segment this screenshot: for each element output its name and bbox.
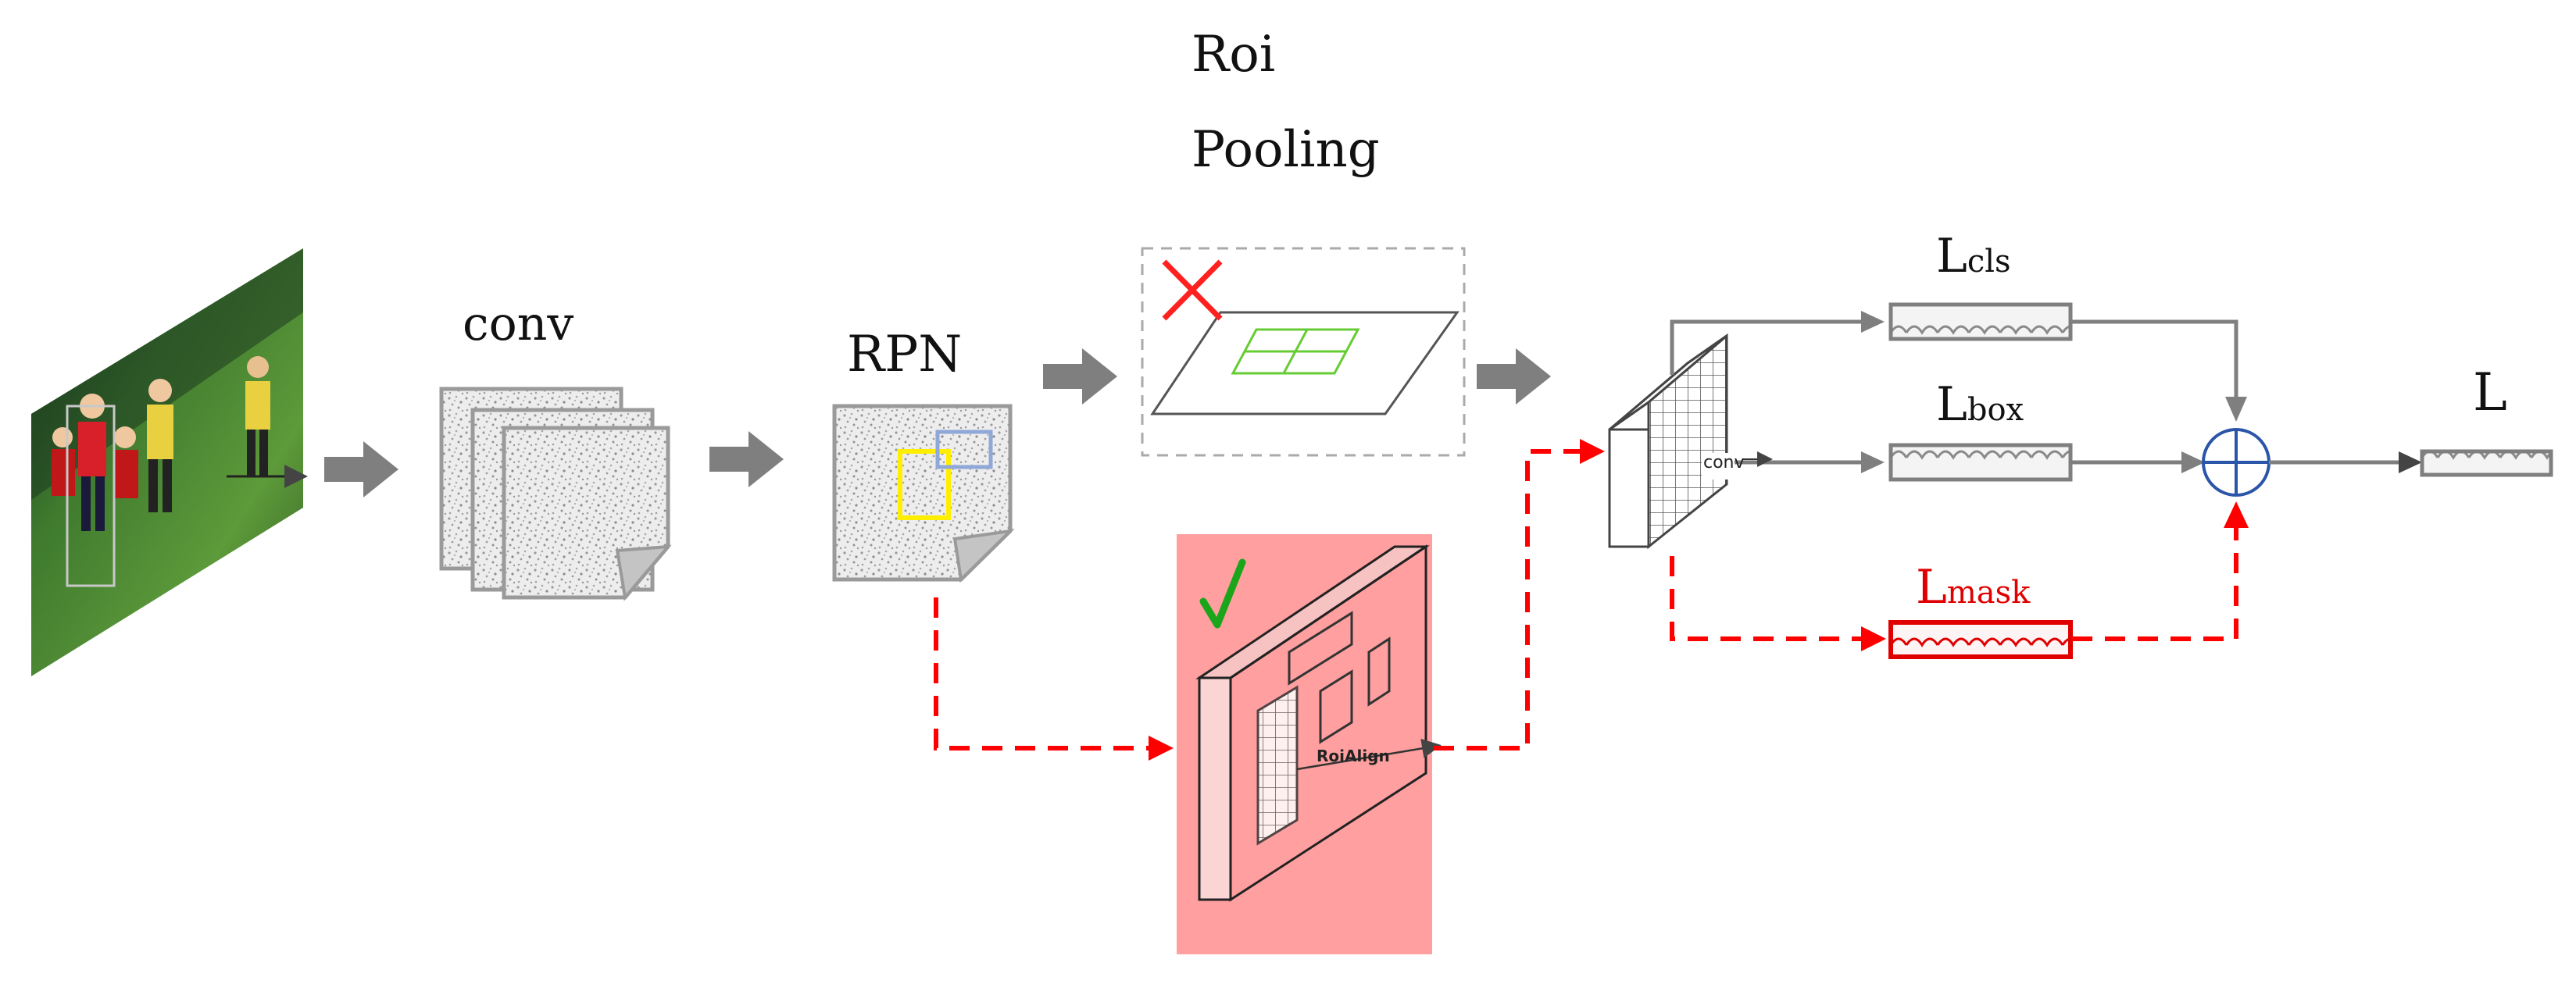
roialign-label: RoiAlign	[1317, 747, 1390, 765]
roi-pooling-label-line1: Roi	[1192, 26, 1276, 84]
arrow-rpn-to-roipool	[1043, 348, 1117, 405]
rpn-label: RPN	[847, 326, 963, 383]
head-conv-label: conv	[1703, 453, 1745, 472]
proposal-box-blue	[935, 430, 993, 469]
rpn-feature-map	[832, 404, 1015, 583]
arrow-roipool-to-head	[1477, 348, 1551, 405]
roi-pooling-panel	[1141, 247, 1466, 457]
loss-cls-sub: cls	[1967, 244, 2011, 280]
mask-branch	[1670, 501, 2249, 659]
check-icon	[1199, 558, 1246, 629]
plus-circle-icon	[2202, 428, 2271, 497]
dashed-rpn-to-roialign	[934, 597, 1174, 761]
roi-pooling-label-line2: Pooling	[1192, 121, 1380, 179]
loss-box-label: Lbox	[1936, 381, 2024, 428]
cls-branch	[1670, 302, 2247, 422]
head-conv-block	[1608, 333, 1764, 550]
total-branch	[2269, 449, 2553, 477]
players-graphic	[52, 356, 270, 587]
total-loss-bar	[2420, 449, 2553, 477]
loss-box-sub: box	[1967, 392, 2024, 428]
cross-icon	[1162, 259, 1223, 321]
loss-mask-sub: mask	[1946, 575, 2031, 611]
box-loss-bar	[1888, 443, 2073, 482]
mask-loss-bar	[1888, 620, 2073, 659]
input-image	[31, 248, 308, 676]
loss-box-main: L	[1936, 377, 1967, 432]
proposal-box-yellow	[898, 449, 951, 520]
loss-mask-main: L	[1916, 560, 1947, 615]
roialign-panel	[1177, 534, 1442, 954]
conv-feature-maps	[439, 387, 672, 601]
pooling-grid	[1231, 328, 1360, 375]
loss-mask-label: Lmask	[1916, 564, 2030, 611]
arrow-conv-to-rpn	[709, 431, 784, 487]
loss-cls-main: L	[1936, 229, 1967, 283]
conv-label: conv	[463, 297, 574, 351]
arrow-image-to-conv	[324, 441, 398, 497]
box-branch	[1735, 443, 2205, 482]
loss-cls-label: Lcls	[1936, 233, 2011, 280]
loss-total-label: L	[2473, 362, 2507, 422]
dashed-roialign-to-head	[1434, 439, 1605, 750]
cls-loss-bar	[1888, 302, 2073, 341]
